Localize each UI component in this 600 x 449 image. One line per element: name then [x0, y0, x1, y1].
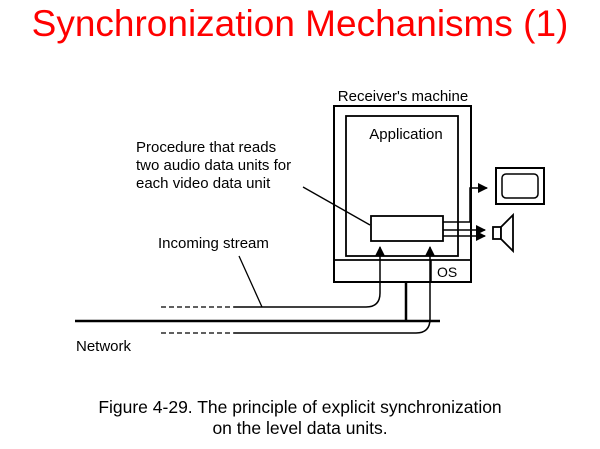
network-label: Network	[76, 338, 132, 355]
stream-2-line	[234, 246, 435, 334]
procedure-leader-line	[302, 186, 371, 226]
caption-line-2: on the level data units.	[212, 418, 388, 438]
application-box	[345, 115, 459, 257]
figure-caption: Figure 4-29. The principle of explicit s…	[0, 397, 600, 439]
procedure-label: Procedure that reads two audio data unit…	[136, 139, 295, 192]
caption-line-1: Figure 4-29. The principle of explicit s…	[98, 397, 502, 417]
monitor-icon	[495, 167, 545, 205]
speaker-icon	[492, 212, 514, 254]
procedure-label-line: each video data unit	[136, 175, 271, 192]
incoming-stream-label: Incoming stream	[158, 235, 269, 252]
video-output-line	[443, 183, 488, 223]
procedure-label-line: Procedure that reads	[136, 139, 276, 156]
application-label: Application	[369, 126, 442, 143]
procedure-box	[370, 215, 444, 242]
receiver-machine-box	[333, 105, 472, 283]
incoming-leader-line	[238, 255, 263, 308]
slide-title: Synchronization Mechanisms (1)	[31, 3, 569, 44]
os-label: OS	[437, 264, 457, 280]
stream-1-line	[234, 246, 385, 308]
receiver-label: Receiver's machine	[338, 88, 468, 105]
procedure-label-line: two audio data units for	[136, 157, 291, 174]
